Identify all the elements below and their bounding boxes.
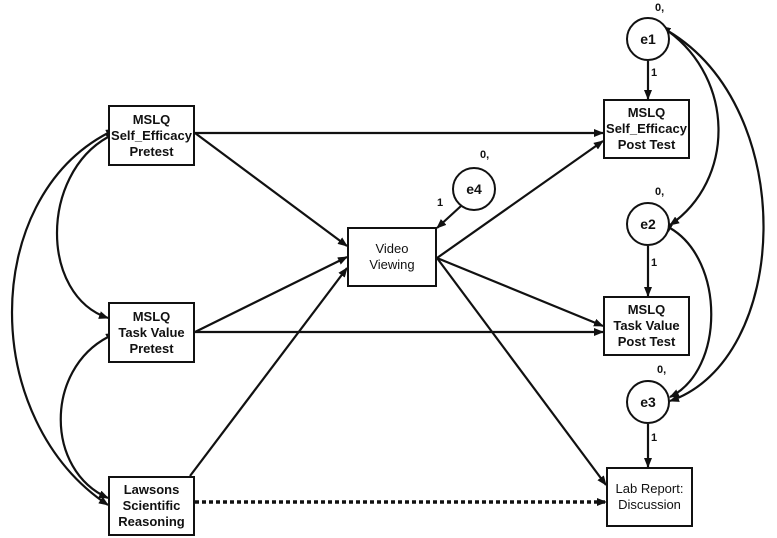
e1-mean-label: 0,	[655, 2, 665, 14]
path-video-to-lab	[436, 257, 607, 486]
covariance-se_pre-tv_pre	[56, 132, 116, 320]
node-label: Discussion	[618, 497, 681, 512]
path-tv_pre-to-video	[194, 256, 348, 333]
node-label: Lab Report:	[615, 481, 684, 496]
node-label: Scientific	[122, 498, 181, 513]
covariance-se_pre-lawsons	[11, 128, 116, 506]
node-tv-pretest: MSLQ Task Value Pretest	[108, 302, 195, 363]
error-label: e1	[640, 31, 656, 47]
node-label: Viewing	[369, 257, 415, 272]
error-label: e4	[466, 181, 482, 197]
error-e2: e2	[626, 202, 670, 246]
e3-mean-label: 0,	[657, 364, 667, 376]
node-lab-report: Lab Report: Discussion	[606, 467, 693, 527]
e2-path-label: 1	[651, 257, 658, 269]
node-label: Pretest	[129, 143, 174, 159]
path-se_pre-to-video	[194, 132, 348, 247]
node-se-posttest: MSLQ Self_Efficacy Post Test	[603, 99, 690, 159]
error-e1: e1	[626, 17, 670, 61]
node-label: Task Value	[118, 324, 185, 340]
error-label: e3	[640, 394, 656, 410]
node-label: MSLQ	[132, 308, 171, 324]
e4-path-label: 1	[437, 197, 444, 209]
node-label: Reasoning	[118, 514, 185, 529]
path-video-to-tv_post	[436, 256, 604, 328]
covariance-e1-e3	[660, 26, 765, 403]
node-label: MSLQ	[132, 111, 171, 127]
path-video-to-se_post	[436, 140, 604, 259]
node-label: Video	[375, 241, 409, 256]
node-lawsons: Lawsons Scientific Reasoning	[108, 476, 195, 536]
covariance-e1-e2	[660, 25, 720, 226]
node-label: MSLQ	[627, 105, 666, 120]
node-label: Pretest	[129, 340, 174, 356]
error-e3: e3	[626, 380, 670, 424]
node-label: Self_Efficacy	[606, 121, 687, 136]
node-label: Self_Efficacy	[111, 127, 192, 143]
node-tv-posttest: MSLQ Task Value Post Test	[603, 296, 690, 356]
node-label: MSLQ	[627, 302, 666, 317]
path-e4-to-video	[436, 205, 462, 229]
covariance-e2-e3	[662, 223, 713, 398]
e1-path-label: 1	[651, 67, 658, 79]
node-label: Post Test	[617, 334, 676, 349]
e2-mean-label: 0,	[655, 186, 665, 198]
covariance-tv_pre-lawsons	[59, 332, 116, 500]
error-label: e2	[640, 216, 656, 232]
node-video-viewing: Video Viewing	[347, 227, 437, 287]
e4-mean-label: 0,	[480, 149, 490, 161]
node-se-pretest: MSLQ Self_Efficacy Pretest	[108, 105, 195, 166]
node-label: Task Value	[613, 318, 680, 333]
error-e4: e4	[452, 167, 496, 211]
path-lawsons-to-video	[189, 267, 348, 477]
node-label: Lawsons	[123, 482, 180, 497]
node-label: Post Test	[617, 137, 676, 152]
e3-path-label: 1	[651, 432, 658, 444]
